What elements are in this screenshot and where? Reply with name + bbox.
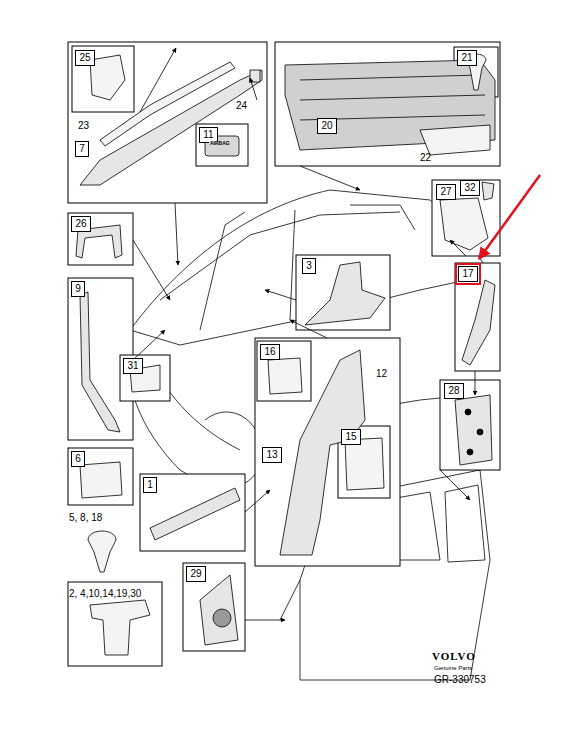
callout-number: 16	[264, 347, 276, 357]
trim-17	[462, 280, 495, 365]
callout-box: 28	[444, 383, 464, 399]
callout-box: 27	[436, 184, 456, 200]
callout-number: GR-330753	[434, 674, 486, 685]
highlight-arrow	[479, 175, 540, 259]
trim-3	[305, 262, 385, 325]
callout-number: 17	[462, 269, 474, 279]
callout-number: 26	[75, 219, 87, 229]
callout-box: 21	[457, 50, 477, 66]
callout-number: 27	[440, 187, 452, 197]
callout-number: 11	[203, 130, 214, 140]
callout-number: 20	[321, 121, 333, 131]
callout-number: 6	[75, 454, 81, 464]
callout-number: 12	[376, 368, 387, 379]
callout-box: 29	[186, 566, 206, 582]
car-sketch	[127, 190, 490, 680]
callout-number: 5, 8, 18	[69, 512, 102, 523]
callout-box: 6	[71, 451, 85, 467]
callout-number: 13	[266, 450, 278, 460]
trim-28	[455, 395, 492, 465]
callout-number: 25	[79, 53, 91, 63]
callout-box: 7	[75, 141, 89, 157]
detail-panels	[68, 42, 500, 666]
sill-1	[150, 488, 240, 540]
callout-box: 25	[75, 50, 95, 66]
clip-6	[80, 462, 122, 498]
callout-number: 28	[448, 386, 460, 396]
callout-box: 26	[71, 216, 91, 232]
callout-number: 32	[464, 183, 476, 193]
clip-2-4-10-14-19-30	[90, 600, 150, 655]
clip-5-8-18	[88, 531, 116, 572]
callout-box: 1	[143, 477, 157, 493]
callout-number: Genuine Parts	[434, 665, 472, 672]
callout-box: 15	[341, 429, 361, 445]
callout-box: 16	[260, 344, 280, 360]
callout-number: 24	[236, 100, 247, 111]
callout-number: 2, 4,10,14,19,30	[69, 588, 141, 599]
callout-number: 3	[306, 261, 312, 271]
brand-logo: VOLVO	[432, 650, 476, 662]
callout-number: 31	[127, 361, 139, 371]
callout-box: 17	[458, 266, 478, 282]
clip-25	[90, 55, 125, 100]
callout-box: 31	[123, 358, 143, 374]
callout-number: 22	[420, 152, 431, 163]
callout-number: 29	[190, 569, 202, 579]
callout-number: 23	[78, 120, 89, 131]
leader-arrows	[133, 48, 475, 620]
callout-number: 7	[79, 144, 85, 154]
callout-number: 21	[461, 53, 473, 63]
callout-number: AIRBAG	[209, 141, 231, 147]
callout-number: 1	[147, 480, 153, 490]
callout-box: 32	[460, 180, 480, 196]
cover-27	[440, 198, 488, 250]
callout-box: 13	[262, 447, 282, 463]
callout-number: 9	[75, 284, 81, 294]
trim-29	[200, 575, 238, 645]
callout-number: 15	[345, 432, 357, 442]
callout-box: 3	[302, 258, 316, 274]
vent-15	[345, 438, 384, 490]
callout-box: 9	[71, 281, 85, 297]
a-pillar-9	[80, 292, 120, 432]
callout-box: 20	[317, 118, 337, 134]
part-drawings	[76, 54, 495, 655]
